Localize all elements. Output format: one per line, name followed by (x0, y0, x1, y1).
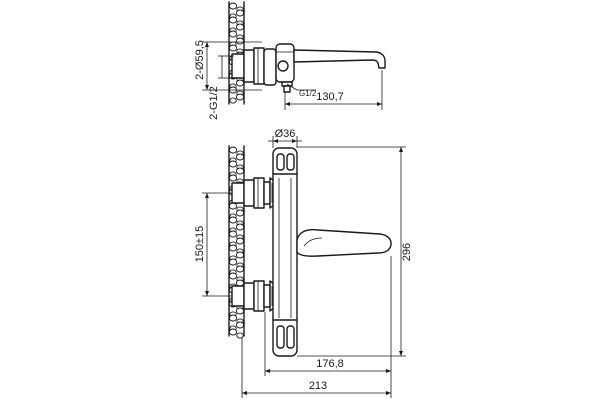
wall-pebble (228, 216, 238, 224)
wall-pebble (228, 30, 238, 38)
top-view: 130,7 G1/2 2-Ø59,5 2-G1/2 (194, 1, 386, 120)
wall-pebble (228, 314, 238, 322)
wall-pebble (236, 332, 244, 339)
connection-thread-label: 2-G1/2 (208, 86, 220, 120)
wall-pebble (228, 146, 238, 154)
wall-pebble (228, 44, 238, 52)
dim-overall-width: 213 (241, 338, 392, 398)
wall-pebble (228, 202, 238, 210)
height-label: 296 (401, 243, 413, 261)
mixer-body-top (263, 43, 295, 93)
wall-pebble (228, 272, 238, 280)
wall-pebble (235, 279, 245, 287)
outlet-thread-label: G1/2 (299, 89, 317, 98)
wall-pebble (235, 23, 245, 31)
wall-pebble (228, 328, 238, 336)
wall-pebble (235, 153, 245, 161)
dim-handle-reach: 176,8 (264, 256, 392, 376)
wall-pebble (235, 307, 245, 315)
wall-pebble (235, 251, 245, 259)
wall-pebble (228, 160, 238, 168)
spout-front (296, 229, 392, 257)
wall-top (228, 1, 245, 105)
eccentric-fitting-top (231, 47, 265, 85)
outlet-thread-callout: G1/2 (286, 83, 317, 98)
wall-pebble (235, 79, 245, 87)
wall-pebble (228, 230, 238, 238)
overall-width-label: 213 (309, 380, 327, 392)
wall-pebble (235, 209, 245, 217)
wall-pebble (235, 321, 245, 329)
wall-pebble (229, 97, 237, 104)
front-view: Ø36 296 150±15 176,8 (194, 128, 413, 398)
wall-pebble (228, 2, 238, 10)
center-distance-label: 150±15 (194, 226, 206, 263)
wall-pebble (235, 237, 245, 245)
wall-pebble (235, 167, 245, 175)
body-diameter-label: Ø36 (275, 128, 296, 140)
dim-body-diameter: Ø36 (268, 128, 302, 148)
dim-connection-thread: 2-G1/2 (208, 55, 234, 120)
spout-top (293, 49, 386, 69)
wall-pebble (228, 174, 238, 182)
wall-pebble (235, 37, 245, 45)
dim-spout-length: 130,7 (284, 70, 383, 110)
wall-pebble (235, 223, 245, 231)
wall-pebble (228, 244, 238, 252)
dim-height: 296 (297, 146, 413, 357)
wall-pebble (235, 93, 245, 101)
dim-eccentric-diameter: 2-Ø59,5 (194, 40, 262, 91)
wall-front (228, 145, 245, 339)
wall-pebble (228, 258, 238, 266)
wall-pebble (235, 265, 245, 273)
dim-center-distance: 150±15 (194, 192, 232, 297)
wall-pebble (235, 9, 245, 17)
thermostatic-body (272, 147, 298, 357)
eccentric-diameter-label: 2-Ø59,5 (194, 40, 206, 80)
spout-length-label: 130,7 (316, 91, 344, 103)
wall-pebble (228, 16, 238, 24)
handle-reach-label: 176,8 (316, 358, 344, 370)
